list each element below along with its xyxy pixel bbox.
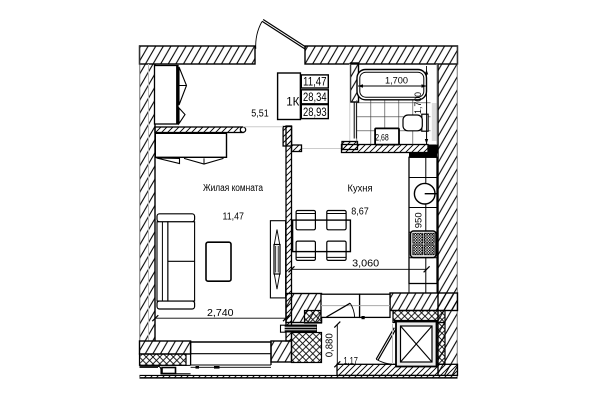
svg-text:1,700: 1,700 <box>385 76 408 87</box>
svg-text:28,34: 28,34 <box>303 92 327 104</box>
svg-text:950: 950 <box>414 212 425 228</box>
svg-text:5,51: 5,51 <box>251 109 269 120</box>
svg-text:2,68: 2,68 <box>375 133 389 143</box>
svg-text:3,060: 3,060 <box>352 259 379 270</box>
svg-text:1К: 1К <box>286 97 299 109</box>
svg-text:0,880: 0,880 <box>325 333 336 357</box>
svg-text:Жилая комната: Жилая комната <box>203 183 263 194</box>
svg-text:2,740: 2,740 <box>207 308 234 319</box>
svg-text:1,700: 1,700 <box>413 92 423 114</box>
svg-text:11,47: 11,47 <box>222 212 244 223</box>
svg-text:1,17: 1,17 <box>343 356 358 367</box>
svg-text:28,93: 28,93 <box>303 107 327 119</box>
svg-text:11,47: 11,47 <box>303 77 327 89</box>
svg-text:Кухня: Кухня <box>348 184 373 195</box>
svg-text:8,67: 8,67 <box>351 207 369 218</box>
